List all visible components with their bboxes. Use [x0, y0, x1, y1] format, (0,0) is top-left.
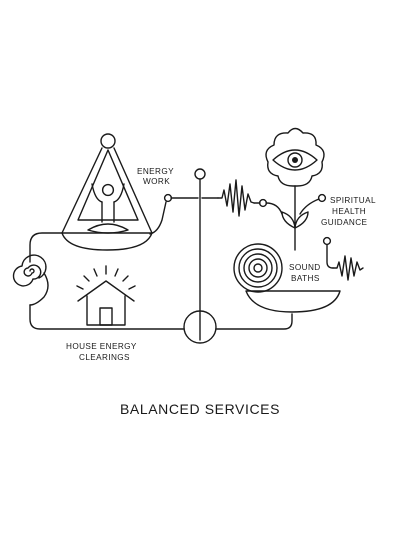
- sound-ring-2: [248, 258, 268, 278]
- figure-crown-circle: [100, 133, 116, 149]
- spiral-tail-wire: [29, 272, 49, 306]
- meditating-figure-icon: [61, 133, 153, 251]
- bottom-right-wire: [215, 313, 293, 330]
- figure-triangle: [77, 149, 139, 221]
- eye-iris: [287, 152, 303, 168]
- figure-legs: [87, 223, 129, 234]
- stem-top-node: [194, 168, 206, 180]
- bottom-left-wire: [29, 304, 185, 330]
- connector-lines: [29, 168, 334, 344]
- flower-petals: [265, 127, 325, 187]
- sound-ring-5: [233, 243, 283, 293]
- spiral-icon: [12, 254, 47, 287]
- figure-torso: [101, 201, 115, 223]
- spiral-path: [12, 254, 47, 287]
- flower-branch-wire: [265, 202, 283, 215]
- spiritual-branch-wire: [299, 198, 320, 215]
- wave-path-right: [332, 255, 364, 281]
- diagram-title: BALANCED SERVICES: [120, 401, 280, 417]
- eye-outline: [272, 149, 318, 171]
- sound-wave-icon: [217, 179, 255, 217]
- eye-pupil: [292, 157, 298, 163]
- fulcrum-circle: [183, 310, 217, 344]
- singing-bowl-icon: [233, 243, 341, 313]
- spiritual-node: [317, 193, 327, 203]
- bowl-body: [245, 290, 341, 313]
- house-roof: [77, 280, 135, 302]
- house-door: [99, 307, 113, 326]
- left-loop-wire: [29, 232, 63, 263]
- sound-baths-wire: [326, 244, 334, 269]
- label-sound-baths: SOUND BATHS: [289, 263, 323, 283]
- energy-work-wire: [149, 201, 167, 235]
- label-energy-work: ENERGY WORK: [137, 167, 177, 186]
- suspension-right: [113, 147, 153, 234]
- scale-pan: [61, 232, 153, 251]
- label-spiritual-health-guidance: SPIRITUAL HEALTH GUIDANCE: [321, 196, 378, 227]
- sound-baths-node: [322, 236, 332, 246]
- label-house-energy-clearings: HOUSE ENERGY CLEARINGS: [66, 342, 139, 362]
- sound-wave-icon-right: [332, 255, 364, 281]
- house-rays: [76, 265, 136, 290]
- figure-head: [101, 183, 115, 197]
- figure-arms: [91, 183, 125, 203]
- house-icon: [76, 265, 136, 326]
- sound-ring-1: [253, 263, 263, 273]
- flower-leaf-right: [294, 211, 309, 229]
- sound-ring-3: [243, 253, 273, 283]
- eye-flower-icon: [265, 127, 325, 251]
- house-walls: [86, 295, 126, 326]
- wave-path-center: [217, 179, 255, 217]
- suspension-left: [61, 147, 103, 234]
- sound-ring-4: [238, 248, 278, 288]
- flower-leaf-left: [281, 211, 296, 229]
